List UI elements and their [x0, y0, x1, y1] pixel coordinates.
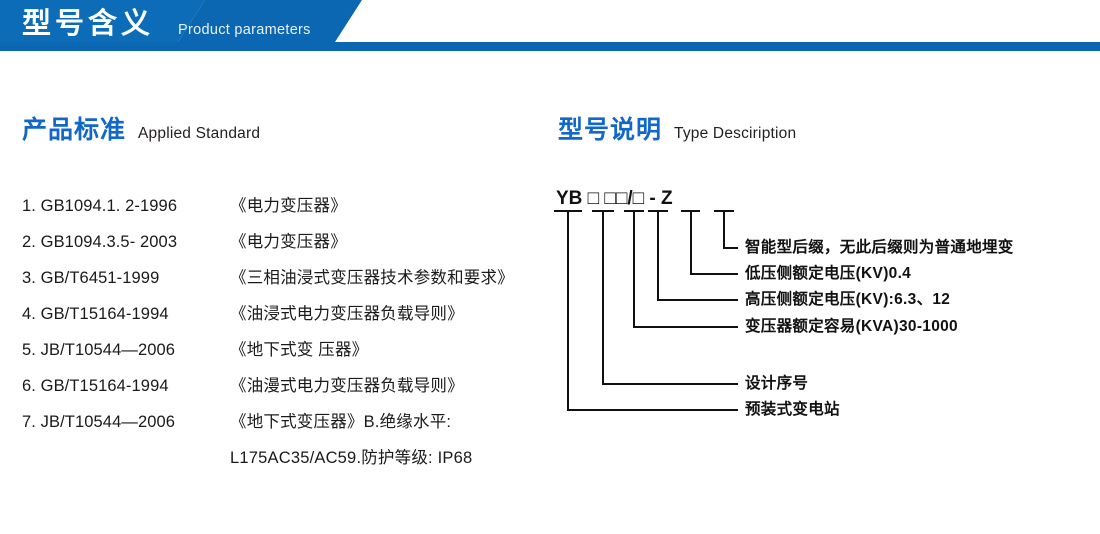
diagram-label: 智能型后缀，无此后缀则为普通地埋变 — [745, 239, 1014, 256]
diagram-label: 设计序号 — [745, 375, 809, 392]
section-heading-applied-standard: 产品标准 Applied Standard — [22, 118, 260, 143]
leader-lines — [554, 210, 738, 411]
section-heading-type-description-en: Type Desciription — [674, 125, 797, 142]
standard-name: 《三相油浸式变压器技术参数和要求》 — [230, 269, 514, 287]
continuation-spacer — [22, 444, 230, 480]
diagram-label: 预装式变电站 — [745, 401, 840, 418]
list-item: 5. JB/T10544—2006 《地下式变 压器》 — [22, 336, 542, 372]
standard-code: 2. GB1094.3.5- 2003 — [22, 233, 178, 251]
banner-background-shape — [0, 0, 1100, 51]
list-item: 7. JB/T10544—2006 《地下式变压器》B.绝缘水平: — [22, 408, 542, 444]
standard-code: 5. JB/T10544—2006 — [22, 341, 176, 359]
type-code-string: YB □ □□/□ - Z — [556, 188, 673, 209]
applied-standard-list: 1. GB1094.1. 2-1996 《电力变压器》 2. GB1094.3.… — [22, 192, 542, 480]
standard-name: 《地下式变压器》B.绝缘水平: — [230, 413, 452, 431]
standard-code: 1. GB1094.1. 2-1996 — [22, 197, 178, 215]
page-banner: 型号含义 Product parameters — [0, 0, 1100, 54]
list-item: 1. GB1094.1. 2-1996 《电力变压器》 — [22, 192, 542, 228]
standard-name: 《电力变压器》 — [230, 197, 347, 215]
diagram-label: 低压侧额定电压(KV)0.4 — [745, 265, 912, 282]
standard-code: 3. GB/T6451-1999 — [22, 269, 160, 287]
section-heading-applied-standard-en: Applied Standard — [138, 125, 261, 142]
list-item: 2. GB1094.3.5- 2003 《电力变压器》 — [22, 228, 542, 264]
standard-continuation-text: L175AC35/AC59.防护等级: IP68 — [230, 449, 473, 467]
banner-title: 型号含义 — [22, 8, 155, 40]
section-heading-type-description-cn: 型号说明 — [558, 116, 663, 144]
standard-code: 7. JB/T10544—2006 — [22, 413, 176, 431]
standard-name: 《油漫式电力变压器负载导则》 — [230, 377, 464, 395]
list-item: 6. GB/T15164-1994 《油漫式电力变压器负载导则》 — [22, 372, 542, 408]
diagram-label: 变压器额定容易(KVA)30-1000 — [745, 318, 958, 335]
standard-name: 《地下式变 压器》 — [230, 341, 369, 359]
section-heading-applied-standard-cn: 产品标准 — [22, 116, 127, 144]
type-code-diagram: YB □ □□/□ - Z 智能型后缀，无此后缀则为普通地埋变 低压侧额定 — [548, 186, 1088, 446]
list-item: 3. GB/T6451-1999 《三相油浸式变压器技术参数和要求》 — [22, 264, 542, 300]
standard-name: 《电力变压器》 — [230, 233, 347, 251]
list-item: 4. GB/T15164-1994 《油浸式电力变压器负载导则》 — [22, 300, 542, 336]
banner-subtitle: Product parameters — [178, 22, 311, 38]
standard-code: 4. GB/T15164-1994 — [22, 305, 169, 323]
section-heading-type-description: 型号说明 Type Desciription — [558, 118, 796, 143]
standard-name: 《油浸式电力变压器负载导则》 — [230, 305, 464, 323]
standard-code: 6. GB/T15164-1994 — [22, 377, 169, 395]
diagram-label: 高压侧额定电压(KV):6.3、12 — [745, 291, 951, 308]
standard-continuation-line: L175AC35/AC59.防护等级: IP68 — [22, 444, 542, 480]
